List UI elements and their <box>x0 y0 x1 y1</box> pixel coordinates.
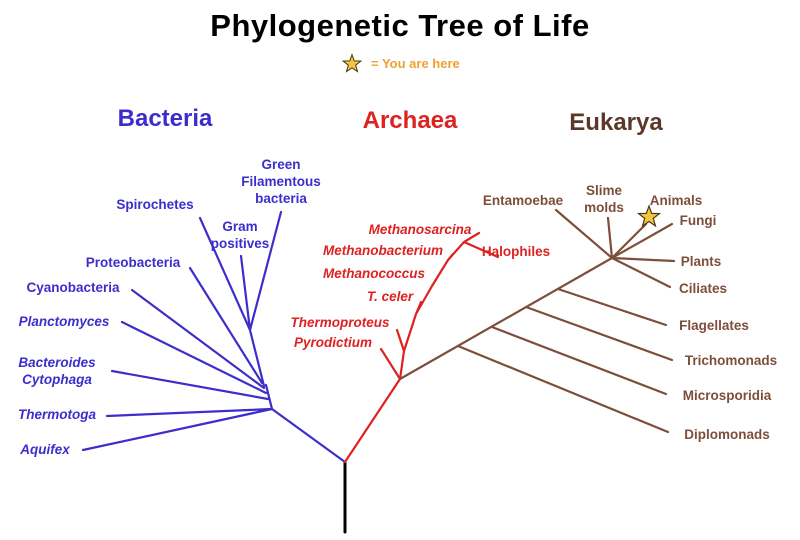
taxon-diplomonads: Diplomonads <box>684 427 770 442</box>
taxon-bacteroides-cytophaga: Bacteroides Cytophaga <box>18 355 96 387</box>
taxon-t-celer: T. celer <box>366 289 414 304</box>
taxon-spirochetes: Spirochetes <box>116 197 194 212</box>
bacteria-branches <box>81 210 347 464</box>
page-title: Phylogenetic Tree of Life <box>210 8 590 43</box>
taxon-flagellates: Flagellates <box>679 318 749 333</box>
domain-header-archaea: Archaea <box>362 107 458 134</box>
taxon-aquifex: Aquifex <box>20 442 70 457</box>
domain-header-bacteria: Bacteria <box>117 105 213 132</box>
taxon-microsporidia: Microsporidia <box>682 388 772 403</box>
taxon-methanosarcina: Methanosarcina <box>368 222 472 237</box>
taxon-plants: Plants <box>680 254 722 269</box>
eukarya-branches <box>398 208 676 434</box>
taxon-proteobacteria: Proteobacteria <box>85 255 181 270</box>
taxon-thermotoga: Thermotoga <box>17 407 97 422</box>
taxon-trichomonads: Trichomonads <box>684 353 778 368</box>
legend-star-icon <box>342 54 362 73</box>
taxon-green-filamentous-bacteria: Green Filamentous bacteria <box>241 157 321 206</box>
taxon-planctomyces: Planctomyces <box>18 314 110 329</box>
taxon-slime-molds: Slime molds <box>584 183 624 215</box>
taxon-fungi: Fungi <box>679 213 717 228</box>
taxon-methanococcus: Methanococcus <box>322 266 426 281</box>
domain-header-eukarya: Eukarya <box>569 109 663 136</box>
archaea-branches <box>343 231 500 464</box>
taxon-gram-positives: Gram positives <box>210 219 270 251</box>
taxon-thermoproteus: Thermoproteus <box>290 315 390 330</box>
taxon-methanobacterium: Methanobacterium <box>322 243 444 258</box>
legend-label: = You are here <box>371 56 460 71</box>
taxon-pyrodictium: Pyrodictium <box>293 335 373 350</box>
taxon-cyanobacteria: Cyanobacteria <box>26 280 120 295</box>
taxon-ciliates: Ciliates <box>678 281 728 296</box>
taxon-entamoebae: Entamoebae <box>482 193 564 208</box>
taxon-animals: Animals <box>649 193 703 208</box>
taxon-halophiles: Halophiles <box>481 244 551 259</box>
